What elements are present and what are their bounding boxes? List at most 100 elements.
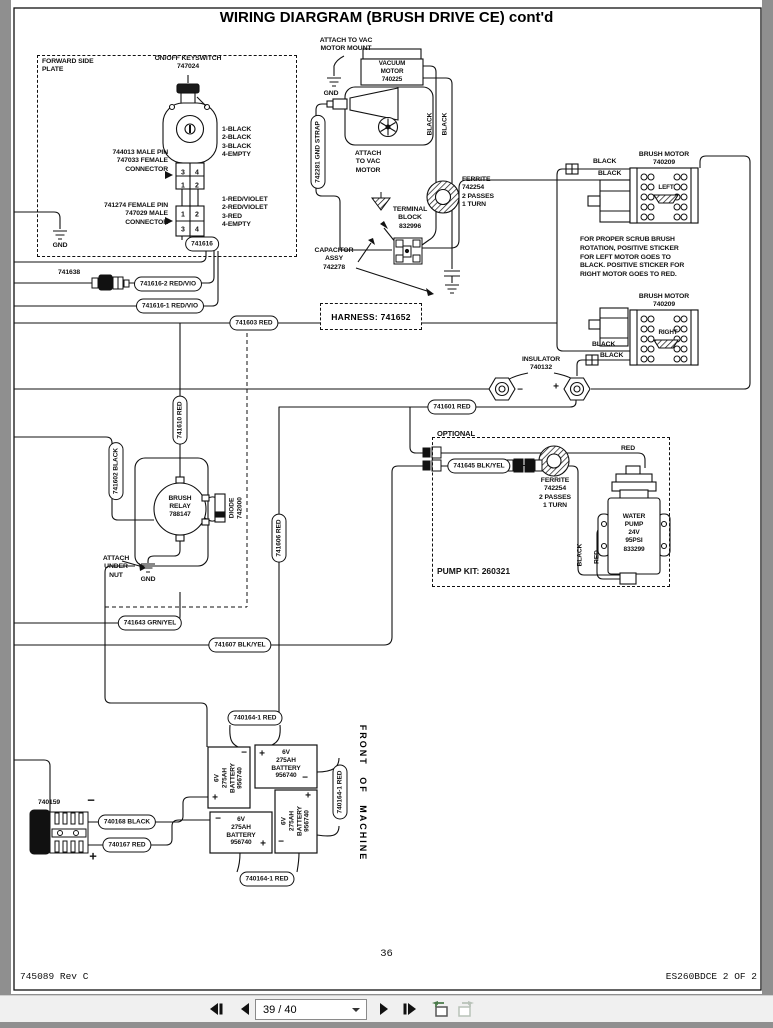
gnd-label: GND	[323, 90, 339, 97]
last-page-icon	[403, 1003, 416, 1015]
grid1-cell: 1	[181, 183, 185, 190]
chevron-down-icon	[352, 1007, 360, 1012]
water-pump-symbol	[597, 465, 671, 585]
battery-plus: +	[260, 838, 266, 850]
wire-tag-740167: 740167 RED	[102, 837, 152, 853]
insulator-symbol	[488, 377, 591, 401]
grid1-cell: 2	[195, 183, 199, 190]
wire-tag-741610: 741610 RED	[172, 395, 188, 445]
battery-label: 6V 275AH BATTERY 956740	[213, 763, 244, 793]
footer-doc-code: ES260BDCE 2 OF 2	[665, 971, 757, 982]
battery-minus: −	[215, 813, 221, 825]
capacitor-label: CAPACITOR ASSY 742278	[314, 247, 354, 271]
brush-relay-label: BRUSH RELAY 788147	[168, 495, 192, 519]
grid2-cell: 2	[195, 212, 199, 219]
page-indicator: 39 / 40	[263, 1003, 297, 1016]
wire-tag-740168: 740168 BLACK	[97, 814, 157, 830]
last-page-button[interactable]	[398, 999, 422, 1019]
wire-color-black: BLACK	[441, 112, 449, 136]
optional-label: OPTIONAL	[437, 429, 475, 438]
first-page-button[interactable]	[204, 999, 228, 1019]
connector2-pins: 1-RED/VIOLET 2-RED/VIOLET 3-RED 4-EMPTY	[222, 196, 268, 229]
vacuum-motor-label: VACUUM MOTOR 740225	[378, 60, 406, 83]
forward-side-plate-box	[37, 55, 297, 257]
grid2-cell: 3	[181, 227, 185, 234]
insulator-label: INSULATOR 740132	[521, 356, 561, 372]
next-page-button[interactable]	[372, 999, 396, 1019]
page-select-dropdown[interactable]: 39 / 40	[255, 999, 367, 1020]
battery-plus: +	[212, 792, 218, 804]
connector-minus: −	[87, 792, 95, 808]
previous-page-icon	[241, 1003, 249, 1015]
wiring-lines: 3 4 1 2 1 2 3 4	[13, 7, 762, 991]
rotation-note: FOR PROPER SCRUB BRUSH ROTATION, POSITIV…	[580, 236, 685, 279]
previous-view-button[interactable]	[428, 999, 452, 1019]
wire-tag-741645: 741645 BLK/YEL	[447, 458, 511, 474]
battery-minus: −	[302, 772, 308, 784]
first-page-icon	[210, 1003, 223, 1015]
wire-tag-741601: 741601 RED	[427, 399, 477, 415]
wire-tag-741603: 741603 RED	[229, 315, 279, 331]
wire-tag-741616-2: 741616-2 RED/VIO	[133, 276, 203, 292]
brush-motor-right-symbol	[585, 307, 699, 366]
wire-color-black: BLACK	[593, 158, 617, 165]
motor-right-tag: RIGHT	[658, 329, 678, 336]
wire-color-black: BLACK	[426, 112, 434, 136]
wire-color-black: BLACK	[592, 341, 616, 348]
diode-symbol	[214, 493, 226, 523]
batteries	[207, 744, 318, 854]
wire-tag-741602: 741602 BLACK	[108, 441, 124, 501]
grid2-cell: 4	[195, 227, 199, 234]
gnd-label: GND	[52, 242, 68, 249]
pump-kit-label: PUMP KIT: 260321	[437, 566, 511, 576]
wire-tag-741616-1: 741616-1 RED/VIO	[135, 298, 205, 314]
attach-vac-label: ATTACH TO VAC MOTOR	[354, 150, 382, 174]
battery-label: 6V 275AH BATTERY 956740	[280, 806, 311, 836]
inline-connector-741638	[91, 274, 130, 291]
wire-tag-740164-1-right: 740164-1 RED	[332, 764, 348, 820]
wires	[14, 55, 751, 873]
connector2-label: 741274 FEMALE PIN 747029 MALE CONNECTOR	[103, 202, 168, 226]
page-frame	[13, 7, 762, 991]
insulator-minus: −	[517, 384, 523, 396]
footer-doc-rev: 745089 Rev C	[20, 971, 89, 982]
grid2-cell: 1	[181, 212, 185, 219]
brush-motor-left-symbol	[565, 163, 699, 224]
previous-page-button[interactable]	[234, 999, 258, 1019]
wire-color-red: RED	[621, 445, 636, 452]
motor-left-tag: LEFT	[658, 184, 674, 191]
wire-tag-741643: 741643 GRN/YEL	[117, 615, 183, 631]
grid1-cell: 3	[181, 170, 185, 177]
harness-label: HARNESS: 741652	[331, 311, 411, 322]
wire-color-black: BLACK	[598, 170, 622, 177]
battery-minus: −	[278, 836, 284, 848]
keyswitch-label: ON/OFF KEYSWITCH 747024	[154, 55, 222, 71]
wire-color-black: BLACK	[600, 352, 624, 359]
attach-vac-mount-label: ATTACH TO VAC MOTOR MOUNT	[319, 37, 373, 53]
connector1-pins: 1-BLACK 2-BLACK 3-BLACK 4-EMPTY	[222, 126, 252, 159]
gnd-label: GND	[140, 576, 156, 583]
next-view-icon	[458, 1001, 474, 1017]
diode-label: DIODE 742000	[228, 497, 244, 519]
front-of-machine-label: FRONT OF MACHINE	[358, 724, 368, 862]
ferrite-ring-top	[426, 180, 460, 214]
harness-boundary-dashed	[105, 326, 248, 608]
previous-view-icon	[432, 1001, 448, 1017]
insulator-plus: +	[553, 381, 559, 393]
water-pump-label: WATER PUMP 24V 95PSI 833299	[622, 513, 646, 553]
brush-relay-symbol	[134, 457, 210, 567]
battery-plus: +	[259, 748, 265, 760]
terminal-block-symbol	[371, 192, 423, 265]
battery-minus: −	[241, 747, 247, 759]
wire-tag-741616: 741616	[185, 236, 219, 252]
wire-tag-740164-1-top: 740164-1 RED	[227, 710, 283, 726]
next-page-icon	[380, 1003, 388, 1015]
pin-grid-digits: 3 4 1 2 1 2 3 4	[181, 170, 199, 234]
viewer-toolbar: 39 / 40	[0, 995, 773, 1022]
connector-plus: +	[89, 848, 97, 864]
harness-box: HARNESS: 741652	[320, 303, 422, 330]
connector-740159-label: 740159	[38, 799, 61, 806]
page-number: 36	[380, 948, 393, 960]
next-view-button[interactable]	[454, 999, 478, 1019]
